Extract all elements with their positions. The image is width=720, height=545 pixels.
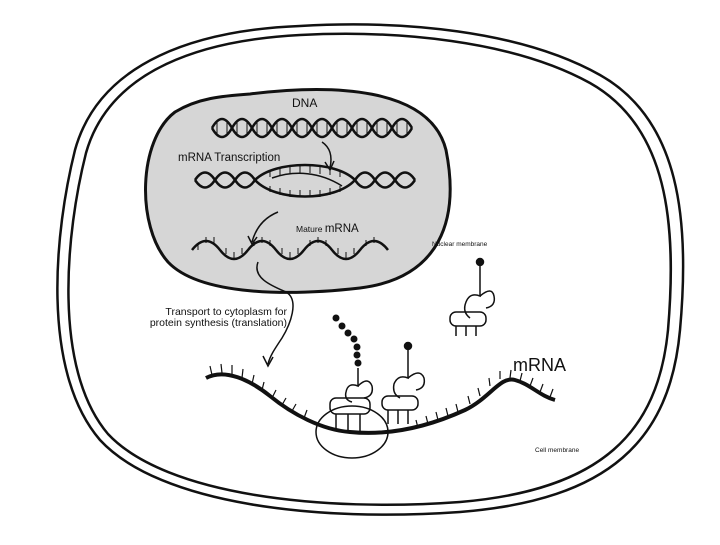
mature-mrna-label-suffix: mRNA: [324, 223, 359, 235]
ribosome: [315, 368, 389, 459]
cell-membrane-label: Cell membrane: [535, 447, 580, 454]
transport-arrow: [256, 261, 294, 368]
mature-mrna: [191, 237, 389, 261]
dna-helix: [210, 117, 414, 139]
cytoplasm-mrna: [205, 363, 556, 435]
bound-trna: [381, 341, 426, 424]
mrna-label: mRNA: [513, 355, 566, 375]
transport-label: Transport to cytoplasm for protein synth…: [107, 306, 287, 330]
mature-mrna-label-prefix: Mature: [296, 224, 325, 234]
nuclear-membrane-label: Nuclear membrane: [432, 241, 488, 248]
mrna-transcription-label: mRNA Transcription: [178, 152, 281, 164]
dna-rungs: [216, 120, 408, 136]
transport-label-line2: protein synthesis (translation): [149, 317, 287, 330]
transcription-rungs: [269, 166, 341, 197]
transport-label-line1: Transport to cytoplasm for: [165, 306, 287, 318]
polypeptide-chain: [332, 314, 362, 367]
dna-label: DNA: [292, 96, 318, 110]
transcription-bubble: [193, 163, 417, 198]
cell-membrane: [56, 23, 685, 516]
mature-mrna-label: Mature mRNA: [296, 223, 359, 235]
free-trna: [449, 257, 496, 336]
